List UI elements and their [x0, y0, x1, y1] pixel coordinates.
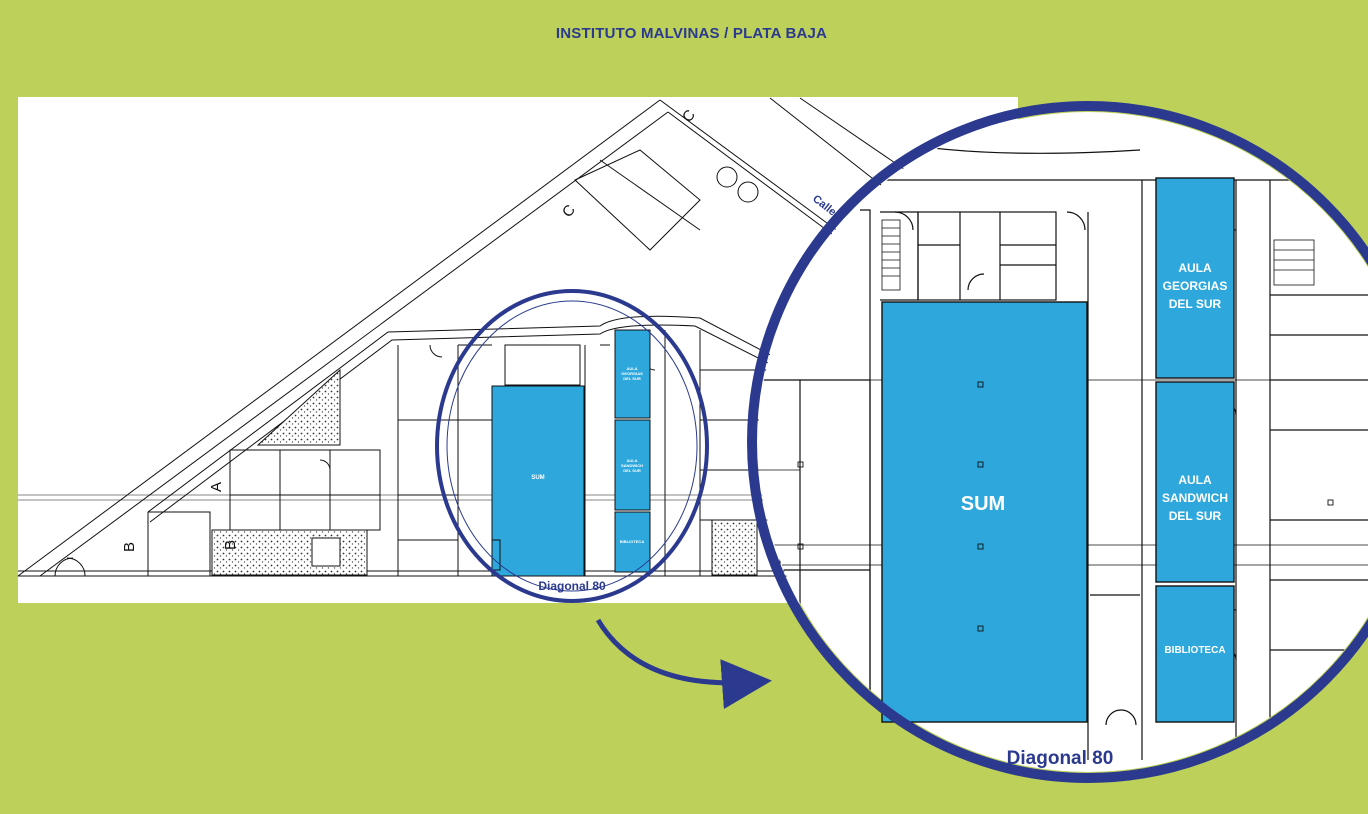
- svg-text:DEL SUR: DEL SUR: [623, 376, 641, 381]
- zoom-view: SUM AULA GEORGIAS DEL SUR AULA SANDWICH …: [747, 101, 1368, 783]
- zoom-room-sum[interactable]: [881, 301, 1088, 723]
- overview-rooms: [491, 329, 651, 577]
- svg-text:DEL SUR: DEL SUR: [1169, 509, 1222, 523]
- zoom-room-aula-georgias[interactable]: [1155, 177, 1235, 379]
- svg-text:GEORGIAS: GEORGIAS: [1163, 279, 1228, 293]
- garden-area: [256, 368, 341, 446]
- street-label-overview: Diagonal 80: [538, 579, 606, 593]
- zoom-room-biblioteca[interactable]: [1155, 585, 1235, 723]
- room-label-aula-sandwich: AULA: [626, 458, 637, 463]
- svg-text:SANDWICH: SANDWICH: [621, 463, 643, 468]
- section-mark: B: [121, 542, 138, 552]
- section-mark: A: [208, 482, 225, 492]
- room-aula-georgias[interactable]: [614, 329, 651, 419]
- room-label-biblioteca: BIBLIOTECA: [620, 539, 645, 544]
- svg-text:DEL SUR: DEL SUR: [623, 468, 641, 473]
- focus-circle: [435, 289, 709, 603]
- room-label-aula-georgias: AULA: [626, 366, 637, 371]
- svg-text:SANDWICH: SANDWICH: [1162, 491, 1228, 505]
- zoom-label-sum: SUM: [961, 493, 1005, 515]
- zoom-label-aula-sandwich: AULA: [1178, 473, 1212, 487]
- zoom-circle-border: [747, 101, 1368, 783]
- garden-area: [211, 529, 368, 576]
- zoom-label-aula-georgias: AULA: [1178, 261, 1212, 275]
- zoom-label-biblioteca: BIBLIOTECA: [1164, 645, 1225, 656]
- zoom-room-aula-sandwich[interactable]: [1155, 381, 1235, 583]
- garden-area: [711, 519, 758, 576]
- room-label-sum: SUM: [531, 475, 544, 481]
- section-mark: B: [222, 540, 239, 550]
- room-sum[interactable]: [491, 385, 585, 577]
- zoom-arrow: [595, 618, 772, 710]
- room-biblioteca[interactable]: [614, 511, 651, 573]
- page-title: INSTITUTO MALVINAS / PLATA BAJA: [555, 25, 828, 42]
- planter: [311, 537, 341, 567]
- room-aula-sandwich[interactable]: [614, 419, 651, 511]
- street-label-zoom: Diagonal 80: [1007, 748, 1114, 769]
- svg-text:DEL SUR: DEL SUR: [1169, 297, 1222, 311]
- svg-text:GEORGIAS: GEORGIAS: [621, 371, 643, 376]
